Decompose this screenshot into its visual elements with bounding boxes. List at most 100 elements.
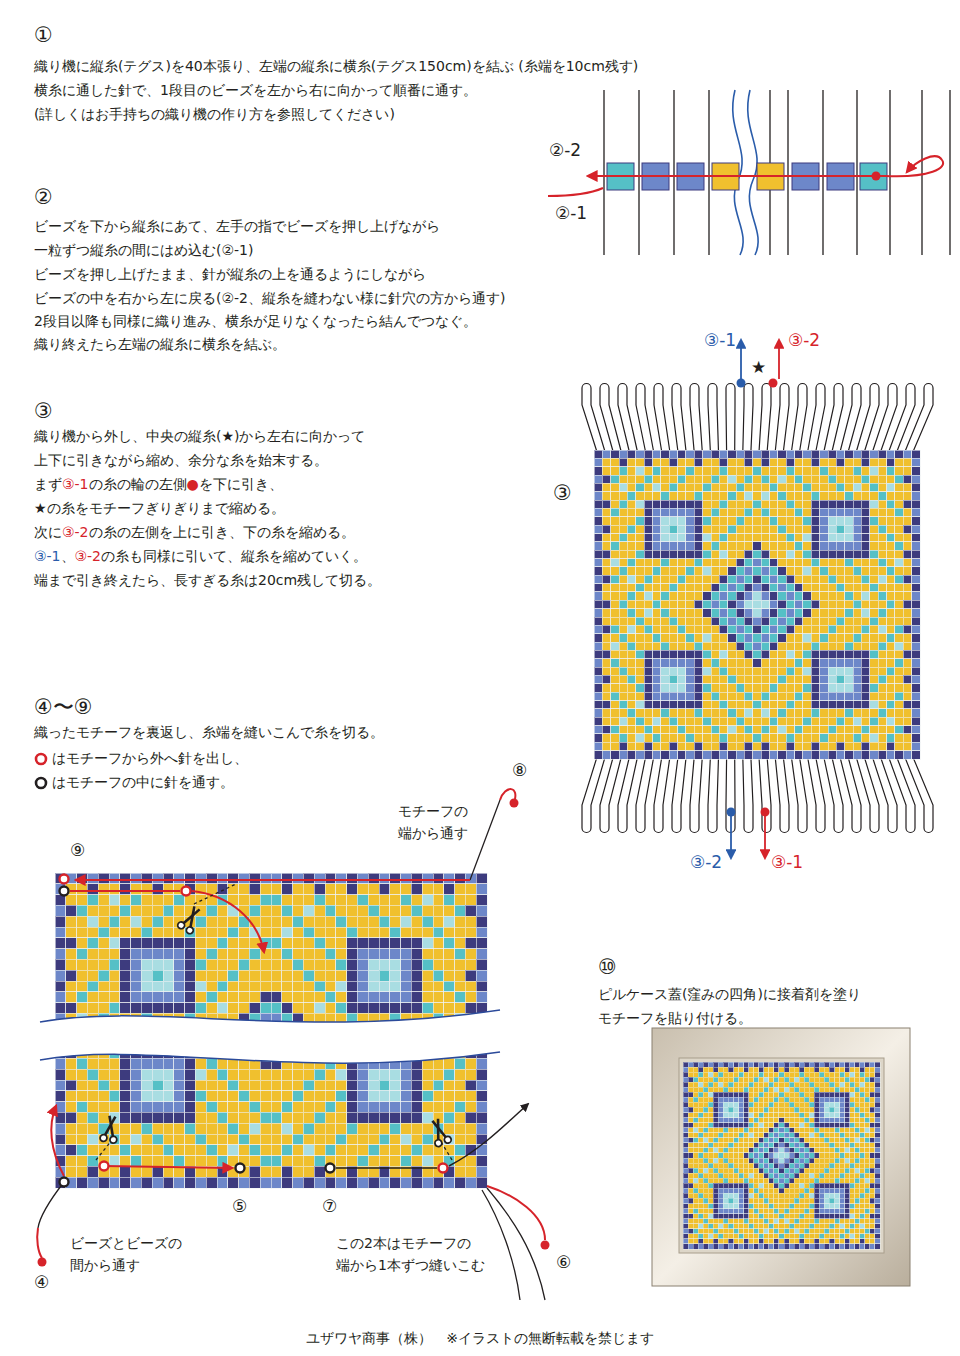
bead (694, 500, 702, 508)
bead (719, 667, 727, 675)
bead (836, 592, 844, 600)
bead (336, 992, 347, 1003)
bead (811, 475, 819, 483)
bead (594, 567, 602, 575)
bead (820, 650, 828, 658)
bead (686, 534, 694, 542)
bead (336, 959, 347, 970)
bead (719, 517, 727, 525)
bead (678, 450, 686, 458)
bead (853, 450, 861, 458)
bead (711, 550, 719, 558)
bead (795, 625, 803, 633)
weft-thread (548, 188, 603, 196)
bead (678, 751, 686, 759)
bead (694, 567, 702, 575)
bead (644, 692, 652, 700)
bead (786, 567, 794, 575)
bead (770, 726, 778, 734)
bead (619, 667, 627, 675)
bead (828, 584, 836, 592)
bead (836, 600, 844, 608)
bead (678, 726, 686, 734)
bead (661, 692, 669, 700)
bead (185, 959, 196, 970)
bead (476, 927, 487, 938)
bead (686, 508, 694, 516)
bead (411, 884, 422, 895)
bead (120, 895, 131, 906)
bead (828, 450, 836, 458)
bead (761, 542, 769, 550)
bead (753, 483, 761, 491)
bead (845, 659, 853, 667)
bead (109, 938, 120, 949)
bead (644, 642, 652, 650)
bead (686, 483, 694, 491)
bead (653, 742, 661, 750)
bead (644, 734, 652, 742)
bead (653, 642, 661, 650)
bead (627, 642, 635, 650)
bead (803, 625, 811, 633)
bead (669, 575, 677, 583)
bead (131, 916, 142, 927)
bead (828, 467, 836, 475)
bead (786, 559, 794, 567)
bead (636, 684, 644, 692)
bead (271, 959, 282, 970)
bead (761, 650, 769, 658)
bead (303, 992, 314, 1003)
bead (686, 542, 694, 550)
bead (271, 949, 282, 960)
bead (619, 475, 627, 483)
bead (611, 559, 619, 567)
bead (903, 592, 911, 600)
bead (836, 467, 844, 475)
bead (711, 742, 719, 750)
bead (887, 609, 895, 617)
bead (744, 751, 752, 759)
bead (861, 475, 869, 483)
bead (594, 559, 602, 567)
bead (811, 575, 819, 583)
bead (870, 659, 878, 667)
bead (836, 692, 844, 700)
bead (878, 717, 886, 725)
bead (602, 592, 610, 600)
bead (703, 734, 711, 742)
bead (611, 517, 619, 525)
bead (719, 542, 727, 550)
bead (282, 916, 293, 927)
bead (912, 492, 920, 500)
bead (853, 709, 861, 717)
bead (303, 873, 314, 884)
bead (325, 873, 336, 884)
bead (836, 575, 844, 583)
bead (653, 650, 661, 658)
bead (390, 949, 401, 960)
bead (293, 884, 304, 895)
bead (736, 600, 744, 608)
bead (594, 634, 602, 642)
bead (770, 458, 778, 466)
bead (644, 550, 652, 558)
bead (653, 667, 661, 675)
bead (109, 916, 120, 927)
bead (703, 675, 711, 683)
bead (803, 575, 811, 583)
bead (853, 508, 861, 516)
bead (336, 949, 347, 960)
bead (185, 992, 196, 1003)
bead (653, 559, 661, 567)
bead (744, 692, 752, 700)
bead (669, 450, 677, 458)
warp-loop (636, 384, 654, 453)
bead (602, 492, 610, 500)
bead (694, 642, 702, 650)
bead (870, 692, 878, 700)
bead (694, 467, 702, 475)
bead (686, 717, 694, 725)
bead (736, 751, 744, 759)
